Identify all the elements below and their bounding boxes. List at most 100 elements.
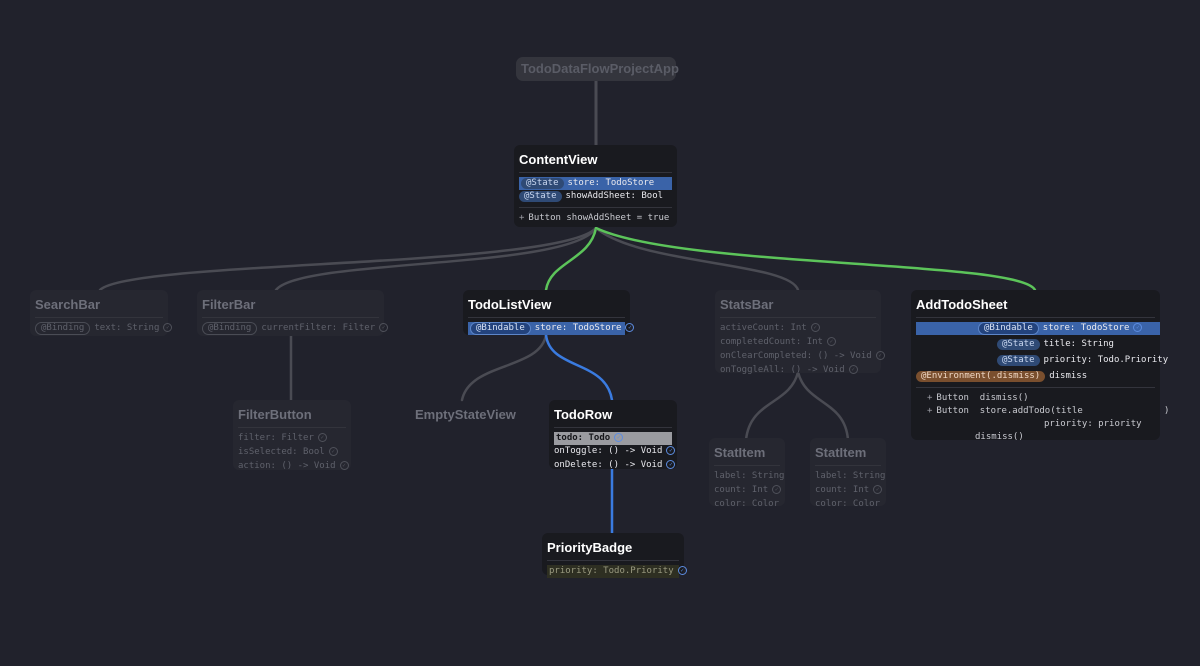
- action-row-button[interactable]: +Button showAddSheet = true: [519, 213, 670, 223]
- divider: [519, 207, 672, 208]
- property-row-onclearcompleted[interactable]: onClearCompleted: () -> Void✓: [715, 350, 885, 363]
- check-icon: ✓: [614, 433, 624, 442]
- check-icon: ✓: [379, 323, 389, 332]
- node-title: EmptyStateView: [415, 407, 516, 422]
- empty-state-view-node[interactable]: EmptyStateView: [410, 400, 516, 426]
- property-row-dismiss[interactable]: @Environment(.dismiss)dismiss: [911, 370, 1160, 383]
- node-title: StatItem: [815, 445, 867, 460]
- check-icon: ✓: [826, 337, 836, 346]
- filter-button-node[interactable]: FilterButton filter: Filter✓ isSelected:…: [233, 400, 351, 473]
- property-row-ontoggleall[interactable]: onToggleAll: () -> Void✓: [715, 364, 881, 377]
- divider: [916, 317, 1155, 318]
- property-row-action[interactable]: action: () -> Void✓: [233, 460, 351, 473]
- action-continuation-dismiss: dismiss(): [975, 432, 1024, 442]
- edge-todolistview-emptystate: [460, 333, 548, 402]
- property-row-isselected[interactable]: isSelected: Bool✓: [233, 446, 351, 459]
- edge-todolistview-todorow: [544, 333, 614, 402]
- node-title: TodoDataFlowProjectApp: [521, 61, 679, 76]
- stats-bar-node[interactable]: StatsBar activeCount: Int✓ completedCoun…: [715, 290, 885, 375]
- edge-contentview-searchbar: [98, 226, 598, 292]
- property-row-color[interactable]: color: Color: [815, 499, 881, 509]
- check-icon: ✓: [810, 323, 820, 332]
- check-icon: ✓: [1133, 323, 1143, 332]
- property-row-filter[interactable]: filter: Filter✓: [233, 432, 351, 445]
- property-row-label[interactable]: label: String: [714, 471, 785, 481]
- divider: [238, 427, 346, 428]
- check-icon: ✓: [317, 433, 327, 442]
- divider: [468, 317, 625, 318]
- property-row-todo[interactable]: todo: Todo✓: [554, 432, 672, 445]
- environment-badge: @Environment(.dismiss): [916, 371, 1046, 382]
- property-row-activecount[interactable]: activeCount: Int✓: [715, 322, 881, 335]
- edge-statsbar-statitem2: [796, 370, 850, 442]
- node-title: FilterButton: [238, 407, 312, 422]
- check-icon: ✓: [625, 323, 635, 332]
- property-row-count[interactable]: count: Int✓: [810, 484, 886, 497]
- property-row-priority[interactable]: priority: Todo.Priority✓: [547, 565, 687, 578]
- node-title: ContentView: [519, 152, 598, 167]
- priority-badge-node[interactable]: PriorityBadge priority: Todo.Priority✓: [542, 533, 687, 578]
- check-icon: ✓: [339, 461, 349, 470]
- check-icon: ✓: [328, 447, 338, 456]
- binding-badge: @Binding: [202, 322, 258, 335]
- divider: [554, 427, 672, 428]
- check-icon: ✓: [666, 460, 676, 469]
- check-icon: ✓: [873, 485, 883, 494]
- action-row-addtodo[interactable]: +Button store.addTodo(title ): [927, 406, 1170, 416]
- divider: [35, 317, 163, 318]
- divider: [720, 317, 876, 318]
- plus-icon: +: [927, 393, 933, 403]
- divider: [547, 560, 679, 561]
- node-title: TodoListView: [468, 297, 552, 312]
- node-title: StatItem: [714, 445, 766, 460]
- property-row-label[interactable]: label: String: [815, 471, 886, 481]
- check-icon: ✓: [666, 446, 676, 455]
- divider: [714, 465, 780, 466]
- node-title: FilterBar: [202, 297, 256, 312]
- state-badge: @State: [521, 178, 564, 189]
- edge-contentview-filterbar: [274, 226, 598, 292]
- node-title: SearchBar: [35, 297, 101, 312]
- property-row-ontoggle[interactable]: onToggle: () -> Void✓: [549, 445, 677, 458]
- edge-statsbar-statitem1: [744, 370, 800, 442]
- node-title: AddTodoSheet: [916, 297, 1008, 312]
- check-icon: ✓: [875, 351, 885, 360]
- plus-icon: +: [927, 406, 933, 416]
- stat-item-node[interactable]: StatItem label: String count: Int✓ color…: [709, 438, 785, 509]
- state-badge: @State: [997, 339, 1040, 350]
- app-root-node[interactable]: TodoDataFlowProjectApp: [516, 57, 679, 81]
- edge-contentview-statsbar: [594, 226, 800, 292]
- check-icon: ✓: [163, 323, 173, 332]
- property-row-completedcount[interactable]: completedCount: Int✓: [715, 336, 881, 349]
- todo-row-node[interactable]: TodoRow todo: Todo✓ onToggle: () -> Void…: [549, 400, 677, 472]
- property-row-color[interactable]: color: Color: [714, 499, 780, 509]
- check-icon: ✓: [772, 485, 782, 494]
- property-row-ondelete[interactable]: onDelete: () -> Void✓: [549, 459, 677, 472]
- bindable-badge: @Bindable: [978, 322, 1039, 335]
- state-badge: @State: [519, 191, 562, 202]
- action-row-dismiss[interactable]: +Button dismiss(): [927, 393, 1029, 403]
- divider: [202, 317, 379, 318]
- stat-item-node[interactable]: StatItem label: String count: Int✓ color…: [810, 438, 886, 509]
- node-title: PriorityBadge: [547, 540, 633, 555]
- bindable-badge: @Bindable: [470, 322, 531, 335]
- divider: [916, 387, 1155, 388]
- property-row-count[interactable]: count: Int✓: [709, 484, 785, 497]
- check-icon: ✓: [848, 365, 858, 374]
- node-title: TodoRow: [554, 407, 613, 422]
- divider: [519, 172, 672, 173]
